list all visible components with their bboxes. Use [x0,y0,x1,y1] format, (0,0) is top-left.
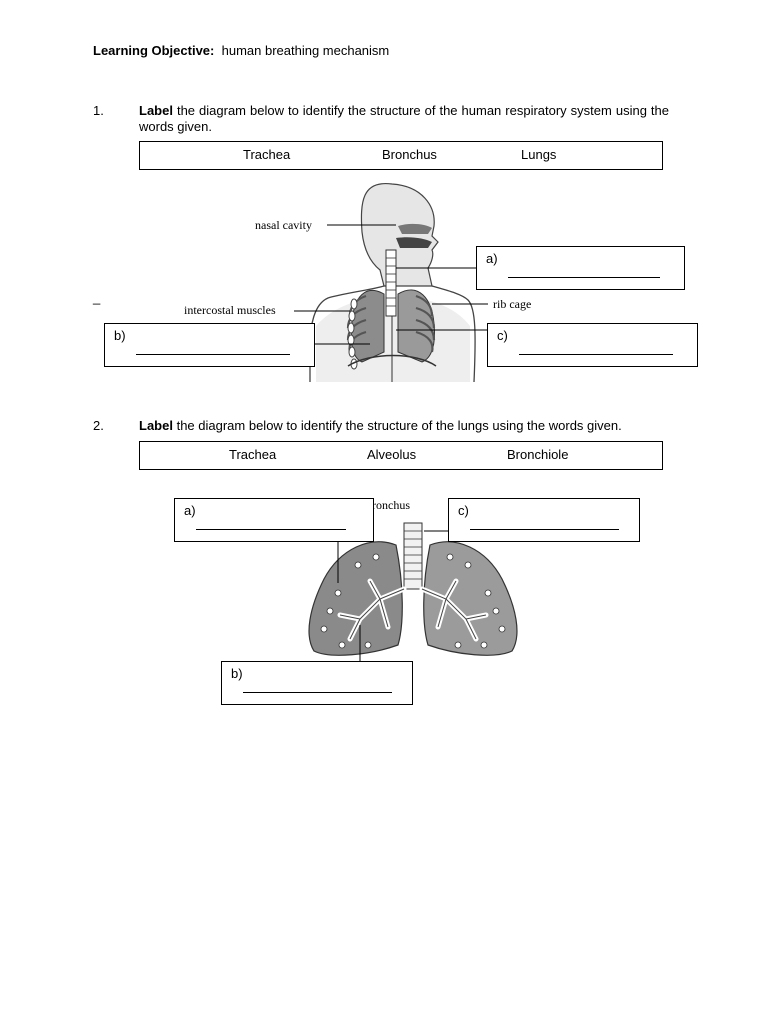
q2-word: Trachea [229,447,276,462]
intercostal-muscles-label: intercostal muscles [184,303,276,317]
q1-word: Trachea [243,147,290,162]
q2-text: the diagram below to identify the struct… [173,418,622,433]
q2-bold: Label [139,418,173,433]
q2-number: 2. [93,418,104,433]
answer-line[interactable] [196,529,346,530]
q1-answer-box-b[interactable]: b) [104,323,315,367]
q1-instruction: Label the diagram below to identify the … [139,103,669,135]
box-label: b) [231,666,243,681]
rib-cage-label: rib cage [493,297,531,311]
learning-objective-value: human breathing mechanism [222,43,390,58]
q1-answer-box-c[interactable]: c) [487,323,698,367]
q1-number: 1. [93,103,104,118]
answer-line[interactable] [519,354,673,355]
box-label: c) [458,503,469,518]
q2-instruction: Label the diagram below to identify the … [139,418,679,434]
q1-word: Bronchus [382,147,437,162]
nasal-cavity-label: nasal cavity [255,218,312,232]
q2-word-box: Trachea Alveolus Bronchiole [139,441,663,470]
answer-line[interactable] [136,354,290,355]
q2-word: Alveolus [367,447,416,462]
q2-answer-box-a[interactable]: a) [174,498,374,542]
answer-line[interactable] [470,529,619,530]
q1-answer-box-a[interactable]: a) [476,246,685,290]
q1-bold: Label [139,103,173,118]
box-label: b) [114,328,126,343]
q2-answer-box-b[interactable]: b) [221,661,413,705]
answer-line[interactable] [243,692,392,693]
box-label: a) [184,503,196,518]
q1-word-box: Trachea Bronchus Lungs [139,141,663,170]
answer-line[interactable] [508,277,660,278]
learning-objective: Learning Objective: human breathing mech… [93,43,389,58]
q1-word: Lungs [521,147,556,162]
stray-mark: _ [93,290,100,305]
box-label: a) [486,251,498,266]
q1-text: the diagram below to identify the struct… [139,103,669,134]
q2-word: Bronchiole [507,447,568,462]
q2-answer-box-c[interactable]: c) [448,498,640,542]
learning-objective-label: Learning Objective: [93,43,214,58]
box-label: c) [497,328,508,343]
